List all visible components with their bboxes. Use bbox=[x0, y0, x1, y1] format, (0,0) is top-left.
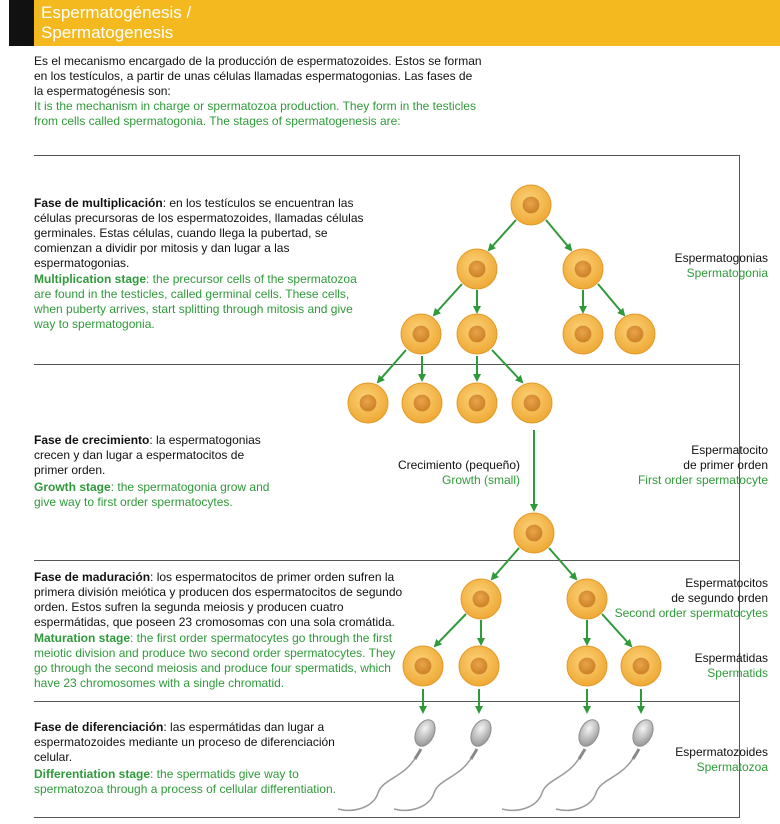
maturation-text-en: Maturation stage: the first order sperma… bbox=[34, 631, 396, 690]
growth-text-es: Fase de crecimiento: la espermatogonias … bbox=[34, 433, 261, 477]
label-spermatozoa-en: Spermatozoa bbox=[696, 760, 768, 774]
cell-spermatid-1 bbox=[402, 645, 444, 687]
cell-spermatogonium-5 bbox=[562, 313, 604, 355]
divider-right bbox=[739, 155, 740, 817]
cell-spermatogonium-7 bbox=[347, 382, 389, 424]
label-spermatids-es: Espermátidas bbox=[694, 651, 768, 665]
title-spanish: Espermatogénesis / bbox=[41, 3, 192, 22]
arrow-m1 bbox=[432, 283, 463, 317]
label-first-order-es2: de primer orden bbox=[683, 458, 768, 472]
label-first-order-es1: Espermatocito bbox=[691, 443, 768, 457]
growth-text-en: Growth stage: the spermatogonia grow and… bbox=[34, 480, 270, 509]
divider-growth bbox=[34, 364, 740, 365]
arrow-mat6 bbox=[601, 613, 633, 648]
cell-spermatogonium-3 bbox=[400, 313, 442, 355]
label-first-order-en: First order spermatocyte bbox=[637, 473, 768, 487]
cell-second-order-spermatocyte-2 bbox=[566, 578, 608, 620]
label-spermatids-en: Spermatids bbox=[707, 666, 768, 680]
cell-spermatid-4 bbox=[620, 645, 662, 687]
spermatozoon-1 bbox=[337, 719, 436, 812]
spermatozoon-4 bbox=[555, 719, 654, 812]
label-spermatogonia-es: Espermatogonias bbox=[674, 251, 768, 265]
cell-germinal bbox=[510, 184, 552, 226]
label-second-order-en: Second order spermatocytes bbox=[614, 606, 768, 620]
cell-second-order-spermatocyte-1 bbox=[460, 578, 502, 620]
arrow-m8 bbox=[491, 349, 524, 384]
arrow-germinal-left bbox=[487, 219, 517, 252]
intro-english: It is the mechanism in charge or spermat… bbox=[34, 99, 476, 128]
differentiation-text-en: Differentiation stage: the spermatids gi… bbox=[34, 767, 336, 796]
growth-arrow-label-en: Growth (small) bbox=[441, 473, 520, 487]
cell-spermatid-2 bbox=[458, 645, 500, 687]
arrow-mat1 bbox=[490, 547, 520, 581]
multiplication-text-es: Fase de multiplicación: en los testículo… bbox=[34, 196, 364, 270]
cell-spermatid-3 bbox=[566, 645, 608, 687]
arrow-group bbox=[376, 219, 645, 714]
intro-spanish: Es el mecanismo encargado de la producci… bbox=[34, 54, 482, 98]
arrow-germinal-right bbox=[545, 219, 573, 252]
spermatozoon-2 bbox=[393, 719, 492, 812]
arrow-mat2 bbox=[548, 547, 578, 581]
label-spermatogonia-en: Spermatogonia bbox=[686, 266, 768, 280]
title-accent-bar bbox=[9, 0, 34, 46]
spermatozoon-3 bbox=[501, 719, 600, 812]
cell-spermatogonium-8 bbox=[401, 382, 443, 424]
arrow-m4 bbox=[597, 283, 626, 317]
label-second-order-es1: Espermatocitos bbox=[685, 576, 768, 590]
cell-spermatogonium-4 bbox=[456, 313, 498, 355]
maturation-text-es: Fase de maduración: los espermatocitos d… bbox=[34, 570, 403, 629]
arrow-m5 bbox=[376, 349, 407, 384]
spermatozoa-group bbox=[337, 719, 654, 812]
growth-arrow-label-es: Crecimiento (pequeño) bbox=[397, 458, 520, 472]
differentiation-text-es: Fase de diferenciación: las espermátidas… bbox=[34, 720, 335, 764]
title-banner bbox=[9, 0, 780, 46]
cell-first-order-spermatocyte bbox=[513, 512, 555, 554]
cell-group bbox=[347, 184, 662, 687]
label-second-order-es2: de segundo orden bbox=[671, 591, 768, 605]
cell-spermatogonium-2 bbox=[562, 248, 604, 290]
cell-spermatogonium-10 bbox=[511, 382, 553, 424]
divider-top bbox=[34, 155, 740, 156]
label-spermatozoa-es: Espermatozoides bbox=[675, 745, 768, 759]
cell-spermatogonium-9 bbox=[456, 382, 498, 424]
divider-maturation bbox=[34, 560, 740, 561]
divider-bottom bbox=[34, 817, 740, 818]
divider-differentiation bbox=[34, 701, 740, 702]
cell-spermatogonium-6 bbox=[614, 313, 656, 355]
arrow-mat3 bbox=[433, 613, 467, 648]
cell-spermatogonium-1 bbox=[456, 248, 498, 290]
title-english: Spermatogenesis bbox=[41, 23, 174, 42]
multiplication-text-en: Multiplication stage: the precursor cell… bbox=[34, 272, 357, 331]
